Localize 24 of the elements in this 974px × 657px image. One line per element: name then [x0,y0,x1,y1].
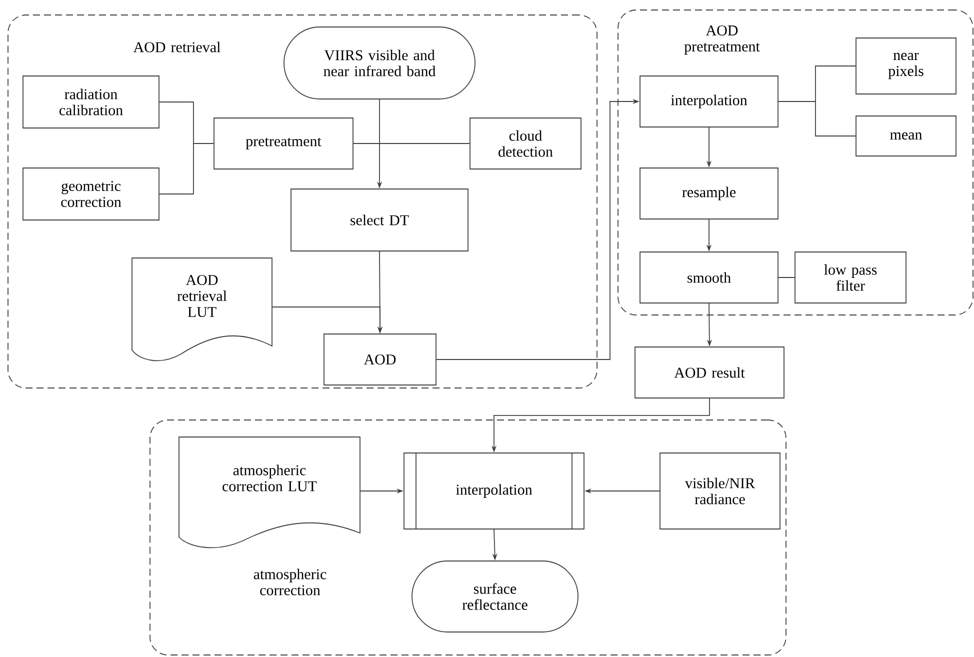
process-box: interpolation [640,76,778,128]
group-heading: AOD retrieval [133,42,220,52]
connector-line [159,143,214,194]
process-box: low pass filter [794,252,906,304]
process-box: radiation calibration [22,76,160,128]
process-box: resample [640,168,778,220]
group-heading: AOD pretreatment [684,25,760,55]
process-box: AOD [324,334,436,386]
process-box: near pixels [856,38,956,94]
process-box: AOD result [634,346,784,398]
connector-line [778,277,795,278]
process-box: cloud detection [470,118,582,170]
process-box: select DT [290,188,468,252]
process-box: pretreatment [214,118,354,170]
process-box: visible/NIR radiance [660,452,780,530]
predefined-process-box: interpolation [404,452,584,530]
end-terminal: surface reflectance [412,560,578,632]
group-heading: atmospheric correction [254,568,326,596]
process-box: mean [856,116,956,156]
process-box: smooth [640,252,778,304]
process-box: geometric correction [22,168,160,220]
connector-line [778,101,856,136]
connector-line [353,143,470,144]
start-terminal: VIIRS visible and near infrared band [284,26,476,100]
